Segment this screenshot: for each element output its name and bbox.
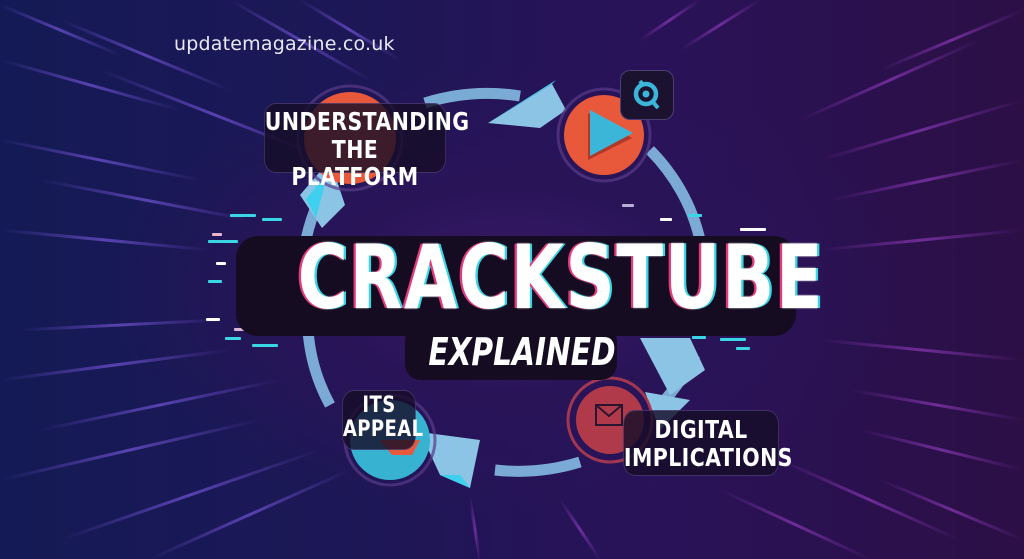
- label-line: ITS: [362, 393, 396, 418]
- label-line: DIGITAL: [654, 415, 748, 444]
- label-digital-implications: DIGITAL IMPLICATIONS: [623, 410, 793, 476]
- label-line: THE PLATFORM: [291, 134, 419, 191]
- play-icon: [590, 110, 633, 156]
- label-line: APPEAL: [342, 417, 424, 443]
- subtitle: EXPLAINED: [428, 330, 616, 374]
- label-understanding-the-platform: UNDERSTANDING THE PLATFORM: [263, 103, 470, 190]
- subtitle-backdrop: [405, 325, 617, 380]
- label-its-appeal: ITS APPEAL: [342, 390, 424, 450]
- envelope-icon: [595, 404, 623, 426]
- search-badge: [620, 70, 674, 120]
- label-line: IMPLICATIONS: [623, 442, 793, 472]
- main-title: CRACKSTUBE: [297, 226, 825, 329]
- title-backdrop: [236, 236, 796, 336]
- search-icon: [633, 79, 660, 110]
- site-watermark[interactable]: updatemagazine.co.uk: [174, 33, 395, 55]
- label-line: UNDERSTANDING: [264, 107, 470, 136]
